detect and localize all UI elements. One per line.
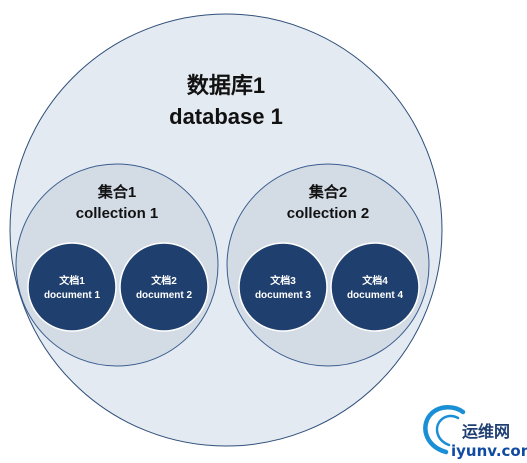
document-circle-1 — [27, 242, 117, 332]
collection-label-en-2: collection 2 — [287, 205, 370, 222]
document-label-en-4: document 4 — [347, 290, 404, 301]
document-label-en-3: document 3 — [255, 290, 312, 301]
swirl-logo-icon — [423, 405, 466, 455]
document-label-cn-3: 文档3 — [270, 274, 296, 287]
document-circle-3 — [238, 242, 328, 332]
document-group-1: 文档1 document 1 — [27, 242, 117, 332]
document-label-en-2: document 2 — [136, 290, 193, 301]
collection-group-1: 集合1 collection 1 文档1 document 1 文档2 docu… — [15, 163, 219, 367]
document-group-2: 文档2 document 2 — [119, 242, 209, 332]
collection-group-2: 集合2 collection 2 文档3 document 3 文档4 docu… — [226, 163, 430, 367]
document-circle-2 — [119, 242, 209, 332]
document-label-cn-4: 文档4 — [362, 274, 388, 287]
collection-label-cn-1: 集合1 — [97, 183, 136, 201]
swirl-logo-arc-outer — [423, 405, 466, 455]
document-label-cn-2: 文档2 — [151, 274, 177, 287]
database-label-cn: 数据库1 — [187, 73, 265, 98]
document-group-3: 文档3 document 3 — [238, 242, 328, 332]
swirl-logo-arc-inner — [435, 414, 460, 447]
collection-label-en-1: collection 1 — [76, 205, 159, 222]
collection-label-cn-2: 集合2 — [308, 183, 347, 201]
document-circle-4 — [330, 242, 420, 332]
watermark: 运维网 iyunv.com — [423, 405, 527, 460]
database-label-en: database 1 — [169, 104, 283, 129]
document-group-4: 文档4 document 4 — [330, 242, 420, 332]
document-label-en-1: document 1 — [44, 290, 101, 301]
document-label-cn-1: 文档1 — [59, 274, 85, 287]
watermark-text-url: iyunv.com — [451, 442, 527, 460]
watermark-text-cn: 运维网 — [462, 422, 510, 441]
